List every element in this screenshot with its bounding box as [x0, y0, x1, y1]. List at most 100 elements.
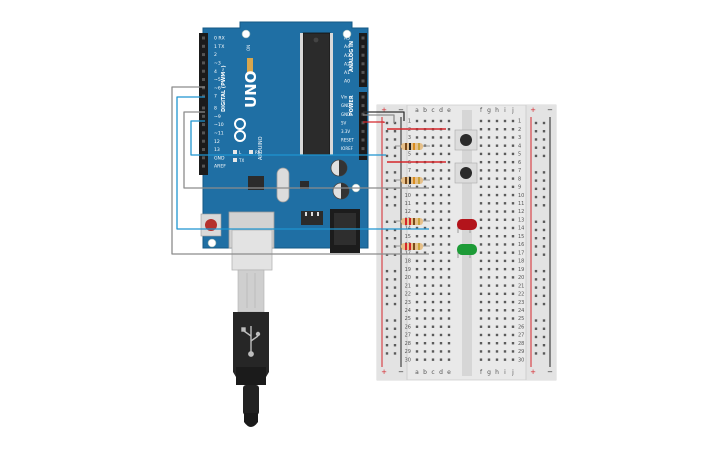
rail-hole[interactable] — [534, 286, 538, 289]
breadboard-hole[interactable] — [423, 309, 427, 312]
rail-hole[interactable] — [393, 269, 397, 273]
breadboard-hole[interactable] — [495, 218, 499, 221]
breadboard-hole[interactable] — [439, 292, 443, 296]
breadboard-hole[interactable] — [503, 160, 507, 164]
breadboard-hole[interactable] — [495, 276, 499, 279]
breadboard-hole[interactable] — [487, 292, 491, 296]
rail-hole[interactable] — [534, 278, 538, 281]
header-pin[interactable] — [202, 148, 205, 151]
breadboard-hole[interactable] — [479, 193, 483, 197]
breadboard-hole[interactable] — [439, 193, 443, 197]
breadboard-hole[interactable] — [495, 243, 499, 246]
breadboard-hole[interactable] — [447, 210, 451, 213]
breadboard-hole[interactable] — [495, 251, 499, 254]
breadboard-hole[interactable] — [511, 218, 515, 221]
rail-hole[interactable] — [534, 187, 538, 191]
breadboard-hole[interactable] — [447, 333, 451, 337]
rail-hole[interactable] — [534, 130, 538, 133]
breadboard-hole[interactable] — [503, 185, 507, 189]
breadboard-hole[interactable] — [503, 300, 507, 304]
breadboard-hole[interactable] — [479, 243, 483, 246]
breadboard-hole[interactable] — [511, 300, 515, 304]
breadboard-hole[interactable] — [503, 350, 507, 353]
header-pin[interactable] — [361, 138, 365, 142]
rail-hole[interactable] — [534, 253, 538, 256]
breadboard-hole[interactable] — [511, 210, 515, 213]
header-pin[interactable] — [202, 131, 205, 135]
breadboard-hole[interactable] — [439, 333, 443, 337]
breadboard-hole[interactable] — [479, 144, 483, 147]
breadboard-hole[interactable] — [431, 259, 435, 263]
rail-hole[interactable] — [542, 327, 546, 330]
breadboard-hole[interactable] — [431, 251, 435, 254]
breadboard-hole[interactable] — [439, 251, 443, 254]
breadboard-hole[interactable] — [479, 160, 483, 164]
breadboard-hole[interactable] — [431, 243, 435, 246]
breadboard-hole[interactable] — [511, 128, 515, 131]
rail-hole[interactable] — [534, 237, 538, 240]
breadboard-hole[interactable] — [511, 342, 515, 345]
breadboard-hole[interactable] — [495, 309, 499, 312]
breadboard-hole[interactable] — [431, 276, 435, 279]
breadboard-hole[interactable] — [431, 358, 435, 361]
breadboard-hole[interactable] — [479, 267, 483, 271]
breadboard-hole[interactable] — [511, 350, 515, 353]
breadboard-hole[interactable] — [431, 267, 435, 271]
header-pin[interactable] — [361, 36, 365, 40]
breadboard-hole[interactable] — [439, 267, 443, 271]
breadboard-hole[interactable] — [495, 226, 499, 230]
rail-hole[interactable] — [534, 302, 538, 306]
breadboard-hole[interactable] — [479, 226, 483, 230]
rail-hole[interactable] — [393, 335, 397, 339]
header-pin[interactable] — [361, 112, 365, 116]
rail-hole[interactable] — [534, 352, 538, 355]
rail-hole[interactable] — [534, 204, 538, 207]
breadboard-hole[interactable] — [423, 210, 427, 213]
rail-hole[interactable] — [393, 204, 397, 207]
rail-hole[interactable] — [385, 204, 389, 207]
header-pin[interactable] — [202, 69, 205, 73]
breadboard-hole[interactable] — [495, 267, 499, 271]
rail-hole[interactable] — [542, 269, 546, 273]
breadboard-hole[interactable] — [495, 160, 499, 164]
breadboard-hole[interactable] — [415, 193, 419, 197]
breadboard-hole[interactable] — [423, 325, 427, 328]
breadboard-hole[interactable] — [487, 235, 491, 238]
header-pin[interactable] — [202, 139, 205, 143]
breadboard-hole[interactable] — [503, 325, 507, 328]
breadboard-hole[interactable] — [511, 333, 515, 337]
rail-hole[interactable] — [393, 253, 397, 256]
breadboard-hole[interactable] — [495, 300, 499, 304]
header-pin[interactable] — [202, 156, 205, 160]
breadboard-hole[interactable] — [415, 284, 419, 287]
breadboard-hole[interactable] — [439, 144, 443, 147]
breadboard-hole[interactable] — [479, 136, 483, 139]
breadboard-hole[interactable] — [511, 144, 515, 147]
breadboard-hole[interactable] — [511, 235, 515, 238]
header-pin[interactable] — [361, 104, 365, 108]
breadboard-hole[interactable] — [511, 358, 515, 361]
push-button[interactable] — [454, 129, 478, 151]
rail-hole[interactable] — [393, 220, 397, 223]
rail-hole[interactable] — [534, 146, 538, 149]
breadboard-hole[interactable] — [415, 202, 419, 205]
breadboard-hole[interactable] — [511, 152, 515, 156]
breadboard-hole[interactable] — [479, 350, 483, 353]
header-pin[interactable] — [202, 61, 205, 65]
breadboard-hole[interactable] — [431, 292, 435, 296]
breadboard-hole[interactable] — [431, 284, 435, 287]
breadboard-hole[interactable] — [495, 284, 499, 287]
breadboard-hole[interactable] — [487, 136, 491, 139]
breadboard-hole[interactable] — [495, 210, 499, 213]
breadboard-hole[interactable] — [503, 292, 507, 296]
rail-hole[interactable] — [385, 187, 389, 191]
breadboard-hole[interactable] — [503, 358, 507, 361]
breadboard-hole[interactable] — [423, 119, 427, 123]
breadboard-hole[interactable] — [495, 350, 499, 353]
breadboard-hole[interactable] — [447, 350, 451, 353]
breadboard-hole[interactable] — [423, 136, 427, 139]
breadboard-hole[interactable] — [487, 284, 491, 287]
breadboard-hole[interactable] — [487, 218, 491, 221]
rail-hole[interactable] — [542, 195, 546, 199]
breadboard-hole[interactable] — [415, 292, 419, 296]
